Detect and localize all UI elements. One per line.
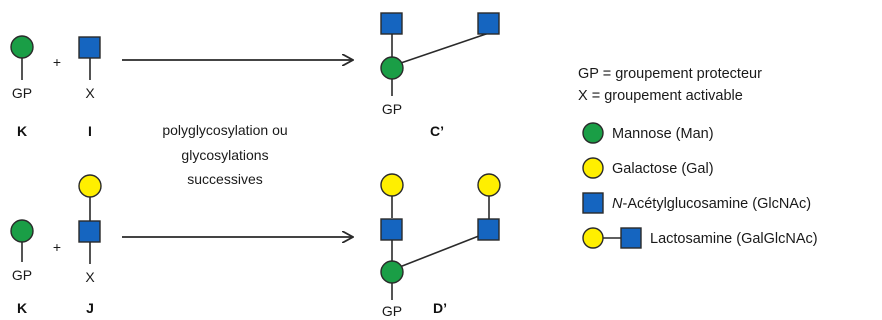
compound-label-i: I bbox=[88, 123, 92, 139]
compound-label-j: J bbox=[86, 300, 94, 316]
plus-sign: + bbox=[53, 239, 61, 255]
reaction-text-line3: successives bbox=[187, 171, 262, 187]
gp-label: GP bbox=[12, 85, 32, 101]
reactant-j: X J bbox=[78, 174, 102, 316]
legend: GP = groupement protecteur X = groupemen… bbox=[578, 66, 818, 249]
galactose-icon bbox=[582, 227, 604, 249]
x-label: X bbox=[85, 269, 95, 285]
gp-label: GP bbox=[382, 101, 402, 117]
legend-glcnac-label: N-Acétylglucosamine (GlcNAc) bbox=[612, 196, 811, 212]
reaction-text-line2: glycosylations bbox=[181, 147, 268, 163]
mannose-icon bbox=[10, 35, 34, 59]
reactant-k-top: GP K bbox=[10, 35, 34, 139]
glcnac-icon bbox=[582, 192, 604, 214]
gp-label: GP bbox=[12, 267, 32, 283]
product-d-prime: GP D’ bbox=[380, 173, 501, 319]
compound-label-k: K bbox=[17, 300, 27, 316]
plus-sign: + bbox=[53, 54, 61, 70]
compound-label-c-prime: C’ bbox=[430, 123, 444, 139]
mannose-icon bbox=[10, 219, 34, 243]
legend-mannose-label: Mannose (Man) bbox=[612, 126, 714, 142]
mannose-icon bbox=[380, 56, 404, 80]
legend-lactosamine-label: Lactosamine (GalGlcNAc) bbox=[650, 231, 818, 247]
legend-x-definition: X = groupement activable bbox=[578, 88, 743, 104]
mannose-icon bbox=[380, 260, 404, 284]
galactose-icon bbox=[380, 173, 404, 197]
galactose-icon bbox=[477, 173, 501, 197]
glcnac-icon bbox=[78, 36, 101, 59]
compound-label-d-prime: D’ bbox=[433, 300, 447, 316]
reactant-i: X I bbox=[78, 36, 101, 139]
product-c-prime: GP C’ bbox=[380, 12, 500, 139]
reaction-text-line1: polyglycosylation ou bbox=[162, 122, 287, 138]
galactose-icon bbox=[582, 157, 604, 179]
glcnac-icon bbox=[380, 218, 403, 241]
legend-glcnac-prefix: N bbox=[612, 196, 623, 212]
legend-gp-definition: GP = groupement protecteur bbox=[578, 66, 762, 82]
galactose-icon bbox=[78, 174, 102, 198]
glcnac-icon bbox=[477, 218, 500, 241]
gp-label: GP bbox=[382, 303, 402, 319]
glcnac-icon bbox=[620, 227, 642, 249]
glcnac-icon bbox=[477, 12, 500, 35]
mannose-icon bbox=[582, 122, 604, 144]
legend-glcnac-rest: -Acétylglucosamine (GlcNAc) bbox=[622, 196, 811, 212]
glcnac-icon bbox=[380, 12, 403, 35]
legend-galactose-label: Galactose (Gal) bbox=[612, 161, 714, 177]
x-label: X bbox=[85, 85, 95, 101]
compound-label-k: K bbox=[17, 123, 27, 139]
reactant-k-bottom: GP K bbox=[10, 219, 34, 316]
glcnac-icon bbox=[78, 220, 101, 243]
